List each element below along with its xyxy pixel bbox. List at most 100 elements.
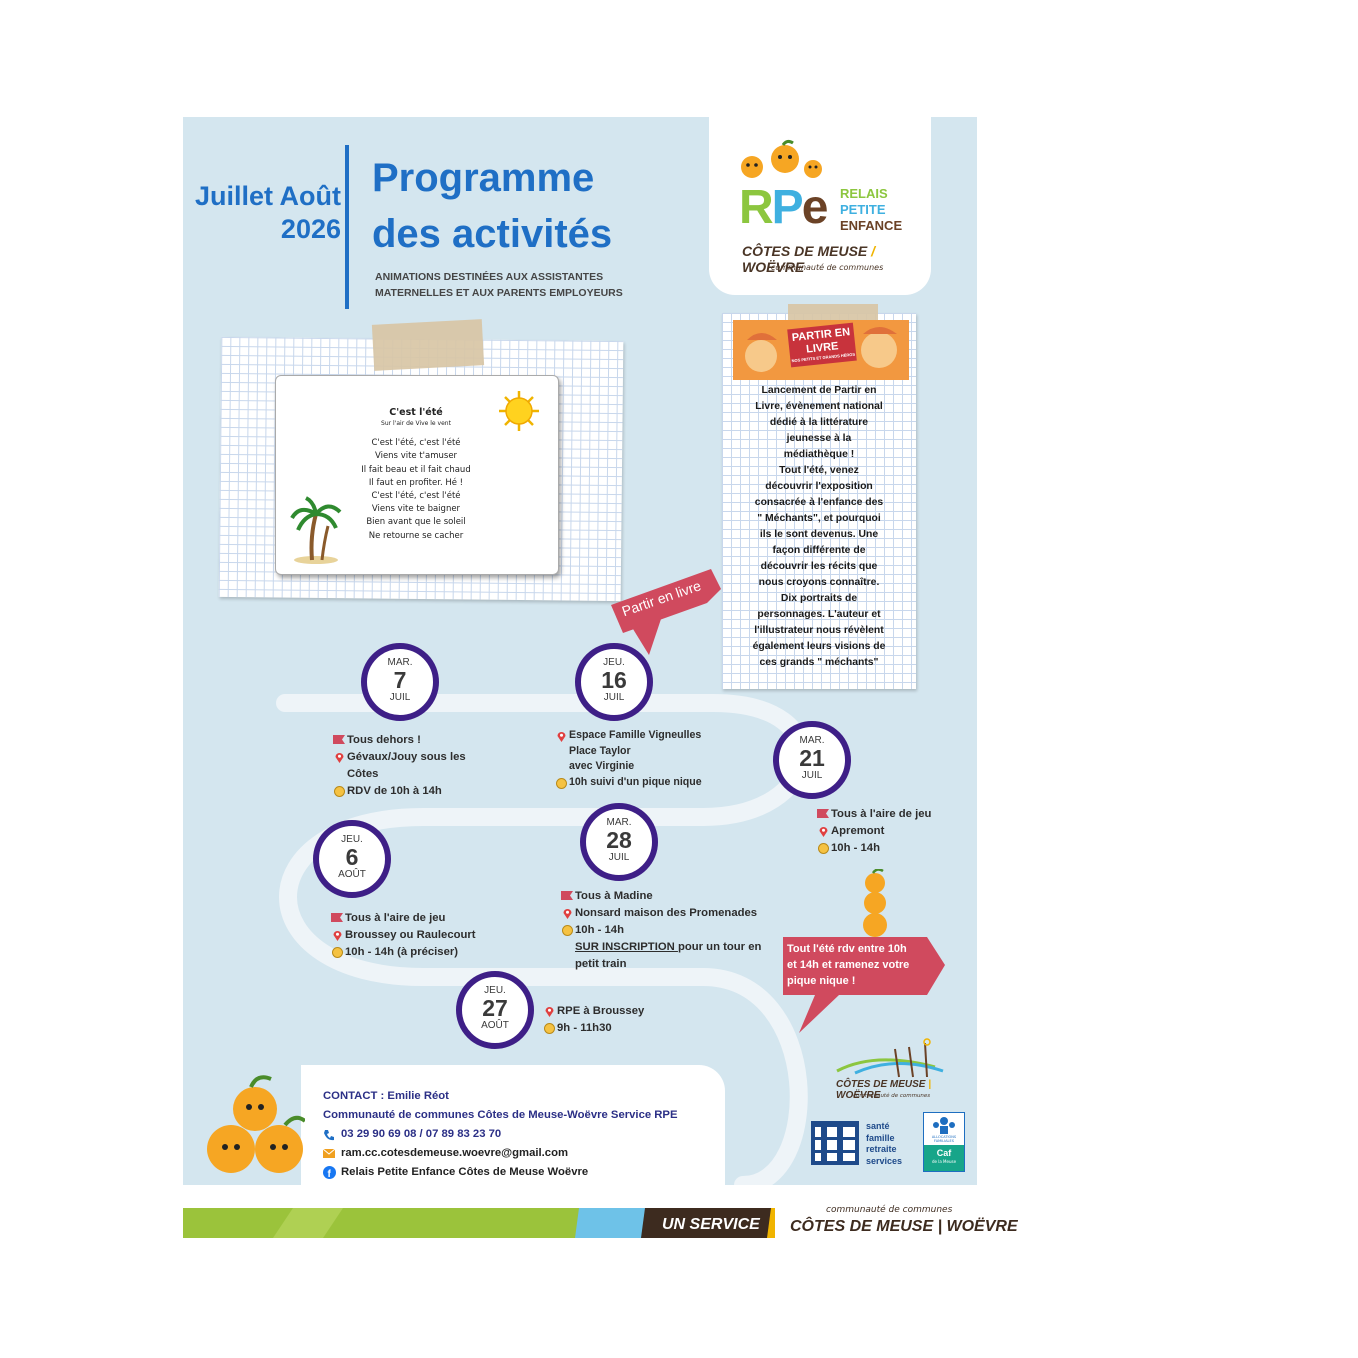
pel-banner-label: PARTIR EN LIVRE NOS PETITS ET GRANDS HÉR… [787,322,857,368]
song-line: Ne retourne se cacher [368,530,464,541]
msa-line-4: services [866,1155,903,1166]
event-place-3: avec Virginie [569,760,635,772]
clock-icon [543,1023,555,1034]
contact-phone: 03 29 90 69 08 / 07 89 83 23 70 [341,1128,502,1140]
callout-line-3: pique nique ! [787,975,856,987]
date-month: AOÛT [338,869,366,880]
msa-line-3: retraite [866,1144,897,1154]
event-time: 10h - 14h [575,924,624,936]
caf-logo: ALLOCATIONS FAMILIALES Caf de la Meuse [923,1112,965,1172]
logo-region: CÔTES DE MEUSE / WOËVRE [742,243,876,275]
msa-mark-icon [815,1127,855,1161]
event-place: Apremont [831,825,885,837]
event-time: 10h suivi d'un pique nique [569,775,702,788]
event-time: 10h - 14h [831,842,880,854]
palm-tree-icon [290,496,342,564]
subtitle-line-1: ANIMATIONS DESTINÉES AUX ASSISTANTES [375,271,604,283]
tape [371,319,485,371]
footer-cc-name: CÔTES DE MEUSE | WOËVRE [790,1218,1018,1235]
rpe-name-2: PETITE [840,202,886,217]
date-day: MAR. [799,735,825,746]
partir-en-livre-text: Lancement de Partir en Livre, évènement … [741,383,897,671]
event-note-underlined: SUR INSCRIPTION [575,941,678,953]
contact-name: CONTACT : Emilie Réot [323,1090,449,1102]
song-text: C'est l'été Sur l'air de Vive le vent C'… [336,406,496,543]
event-title: Tous à Madine [575,890,653,902]
song-line: Il fait beau et il fait chaud [361,464,471,475]
date-day: JEU. [484,985,506,996]
pel-text-line: dédié à la littérature [769,417,869,428]
event-place: Nonsard maison des Promenades [575,907,758,919]
song-title: C'est l'été [389,407,443,418]
date-badge: MAR. 28 JUIL [580,803,658,881]
oranges-pile-icon [207,1075,305,1173]
event-info: Tous dehors ! Gévaux/Jouy sous les Côtes… [331,732,501,800]
cc-landscape-icon [836,1038,944,1078]
period: Juillet Août 2026 [183,180,341,246]
title-line-1: Programme [372,156,595,200]
event-place-2: Côtes [347,768,379,780]
date-day: MAR. [606,817,632,828]
email-icon [323,1149,335,1158]
date-month: JUIL [608,852,630,863]
cc-name-a: CÔTES DE MEUSE [836,1079,926,1090]
location-pin-icon [819,827,827,837]
pel-text-line: médiathèque ! [783,449,855,460]
period-months: Juillet Août [195,181,341,211]
pel-text-line: façon différente de [772,545,866,556]
sun-icon [499,391,539,431]
event-info: Tous à Madine Nonsard maison des Promena… [559,888,789,973]
clock-icon [555,777,567,789]
event-time: 10h - 14h (à préciser) [345,946,459,958]
logo-tagline: communauté de communes [771,263,884,272]
date-badge: MAR. 7 JUIL [361,643,439,721]
location-pin-icon [545,1007,553,1017]
song-line: Bien avant que le soleil [366,517,466,528]
contact-info: CONTACT : Emilie Réot Communauté de comm… [323,1087,678,1182]
cc-name: CÔTES DE MEUSE | WOËVRE [836,1079,932,1101]
date-badge: MAR. 21 JUIL [773,721,851,799]
flag-icon [331,913,343,922]
cc-name-b: WOËVRE [836,1090,881,1101]
orange-mascots-icon [741,139,822,178]
event-note-2: petit train [575,958,627,970]
event-place-2: Place Taylor [569,744,631,757]
pel-text-line: ils le sont devenus. Une [759,529,879,540]
song-line: Viens vite t'amuser [374,451,458,462]
song-line: C'est l'été, c'est l'été [371,438,461,449]
caf-bottom: de la Meuse [931,1159,957,1164]
date-badge: JEU. 6 AOÛT [313,820,391,898]
event-info: Tous à l'aire de jeu Apremont 10h - 14h [815,806,965,857]
contact-org: Communauté de communes Côtes de Meuse-Wo… [323,1109,678,1121]
event-note: pour un tour en [677,941,762,953]
event-place: RPE à Broussey [557,1005,645,1017]
callout-line-1: Tout l'été rdv entre 10h [787,943,907,955]
date-number: 7 [393,667,407,693]
title-line-2: des activités [372,212,613,256]
callout-arrow [783,937,945,1033]
msa-logo [811,1121,859,1165]
pel-text-line: Lancement de Partir en [761,385,877,396]
rpe-letters: RPe [739,181,828,234]
contact-panel [301,1065,725,1185]
date-month: JUIL [389,692,411,703]
caf-people-icon [933,1117,955,1134]
clock-icon [817,843,829,854]
footer-bar [183,1208,775,1238]
contact-email: ram.cc.cotesdemeuse.woevre@gmail.com [341,1147,569,1159]
book-characters-icon [745,327,897,372]
stacked-oranges-icon [863,869,887,937]
partir-en-livre-banner: PARTIR EN LIVRE NOS PETITS ET GRANDS HÉR… [733,320,909,380]
event-info: Tous à l'aire de jeu Broussey ou Rauleco… [329,910,519,961]
pel-text-line: consacrée à l'enfance des [754,497,884,508]
clock-icon [561,925,573,936]
flag-icon [817,809,829,818]
clock-icon [331,947,343,958]
poster: Juillet Août 2026 Programme des activité… [183,117,977,1185]
cc-tagline: communauté de communes [853,1093,931,1099]
ribbon-partir-en-livre: Partir en livre [611,569,721,655]
pel-text-line: également leurs visions de [752,641,886,652]
event-place: Gévaux/Jouy sous les [347,751,466,763]
date-number: 28 [606,827,632,853]
contact-facebook: Relais Petite Enfance Côtes de Meuse Woë… [341,1166,589,1178]
